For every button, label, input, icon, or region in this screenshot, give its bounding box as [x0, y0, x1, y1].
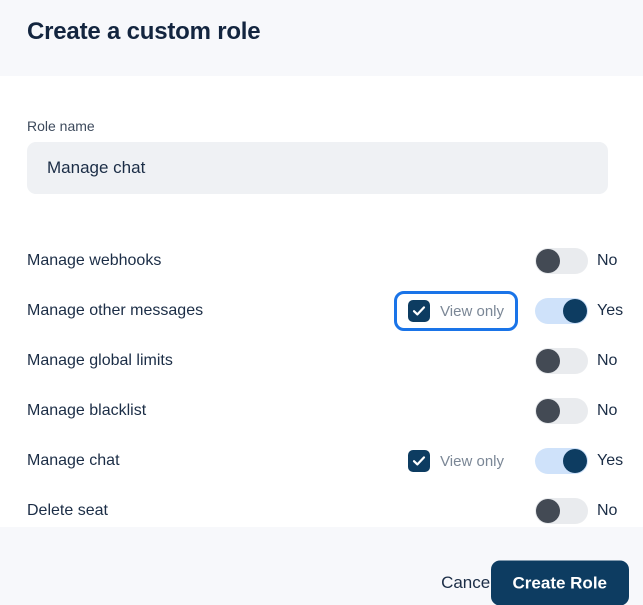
permission-toggle-group: No	[535, 398, 629, 424]
checkmark-icon[interactable]	[408, 300, 431, 322]
permission-toggle-group: Yes	[535, 448, 629, 474]
toggle-state-text: No	[597, 252, 618, 269]
toggle-knob	[563, 449, 587, 473]
permission-row: Manage global limits No	[0, 336, 643, 386]
permission-toggle[interactable]	[535, 248, 588, 274]
permission-row: Manage chat View only Yes	[0, 436, 643, 486]
permission-toggle-group: Yes	[535, 298, 629, 324]
toggle-state-text: No	[597, 502, 618, 519]
checkmark-icon[interactable]	[408, 450, 431, 472]
permission-label: Manage chat	[27, 452, 120, 469]
view-only-label: View only	[440, 302, 504, 320]
permission-label: Manage blacklist	[27, 402, 147, 419]
toggle-state-text: No	[597, 352, 618, 369]
permission-toggle-group: No	[535, 348, 629, 374]
permission-toggle[interactable]	[535, 398, 588, 424]
permission-label: Delete seat	[27, 502, 108, 519]
toggle-knob	[563, 299, 587, 323]
toggle-knob	[536, 499, 560, 523]
role-name-input[interactable]	[27, 142, 608, 194]
role-name-field-block: Role name	[27, 118, 608, 194]
dialog-footer: Cancel Create Role	[0, 527, 643, 605]
permission-toggle[interactable]	[535, 298, 588, 324]
toggle-state-text: Yes	[597, 302, 624, 319]
permission-toggle[interactable]	[535, 498, 588, 524]
permission-row: Manage other messages View only Yes	[0, 286, 643, 336]
permission-toggle-group: No	[535, 498, 629, 524]
cancel-button[interactable]: Cancel	[435, 565, 500, 601]
toggle-knob	[536, 349, 560, 373]
view-only-checkbox-control[interactable]: View only	[394, 441, 518, 481]
view-only-label: View only	[440, 452, 504, 470]
toggle-state-text: No	[597, 402, 618, 419]
view-only-checkbox-control[interactable]: View only	[394, 291, 518, 331]
create-role-button[interactable]: Create Role	[490, 560, 629, 605]
permission-label: Manage other messages	[27, 302, 204, 319]
permission-toggle-group: No	[535, 248, 629, 274]
dialog-header: Create a custom role	[0, 0, 643, 76]
permission-row: Manage blacklist No	[0, 386, 643, 436]
role-name-label: Role name	[27, 118, 95, 134]
permission-row: Manage webhooks No	[0, 236, 643, 286]
permission-row: Delete seat No	[0, 486, 643, 527]
permission-label: Manage global limits	[27, 352, 173, 369]
toggle-state-text: Yes	[597, 452, 624, 469]
page-title: Create a custom role	[27, 18, 261, 45]
permission-toggle[interactable]	[535, 348, 588, 374]
permission-label: Manage webhooks	[27, 252, 162, 269]
toggle-knob	[536, 249, 560, 273]
permission-toggle[interactable]	[535, 448, 588, 474]
toggle-knob	[536, 399, 560, 423]
